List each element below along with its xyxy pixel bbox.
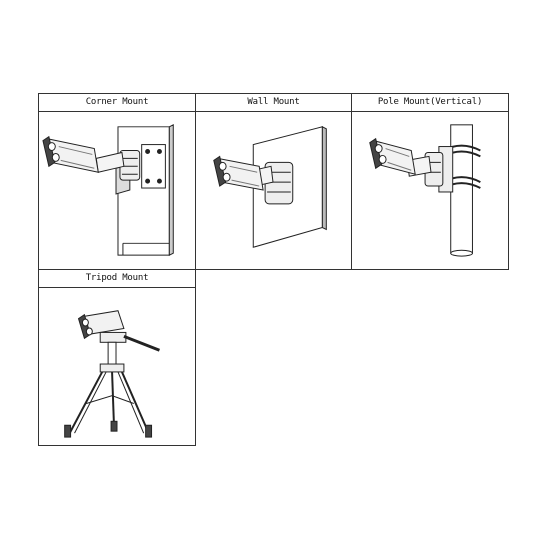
mount-title-pole: Pole Mount(Vertical) <box>352 94 508 112</box>
wall-mount-illustration <box>196 111 351 269</box>
mount-title-tripod: Tripod Mount <box>39 270 195 288</box>
mount-title-wall: Wall Mount <box>196 94 351 112</box>
corner-mount-illustration <box>39 111 195 269</box>
pole-mount-illustration <box>352 111 508 269</box>
mount-cell-wall: Wall Mount <box>195 93 352 270</box>
mount-title-corner: Corner Mount <box>39 94 195 112</box>
mount-cell-tripod: Tripod Mount <box>38 269 196 446</box>
mount-cell-pole: Pole Mount(Vertical) <box>351 93 509 270</box>
mount-cell-corner: Corner Mount <box>38 93 196 270</box>
tripod-mount-illustration <box>39 287 195 445</box>
